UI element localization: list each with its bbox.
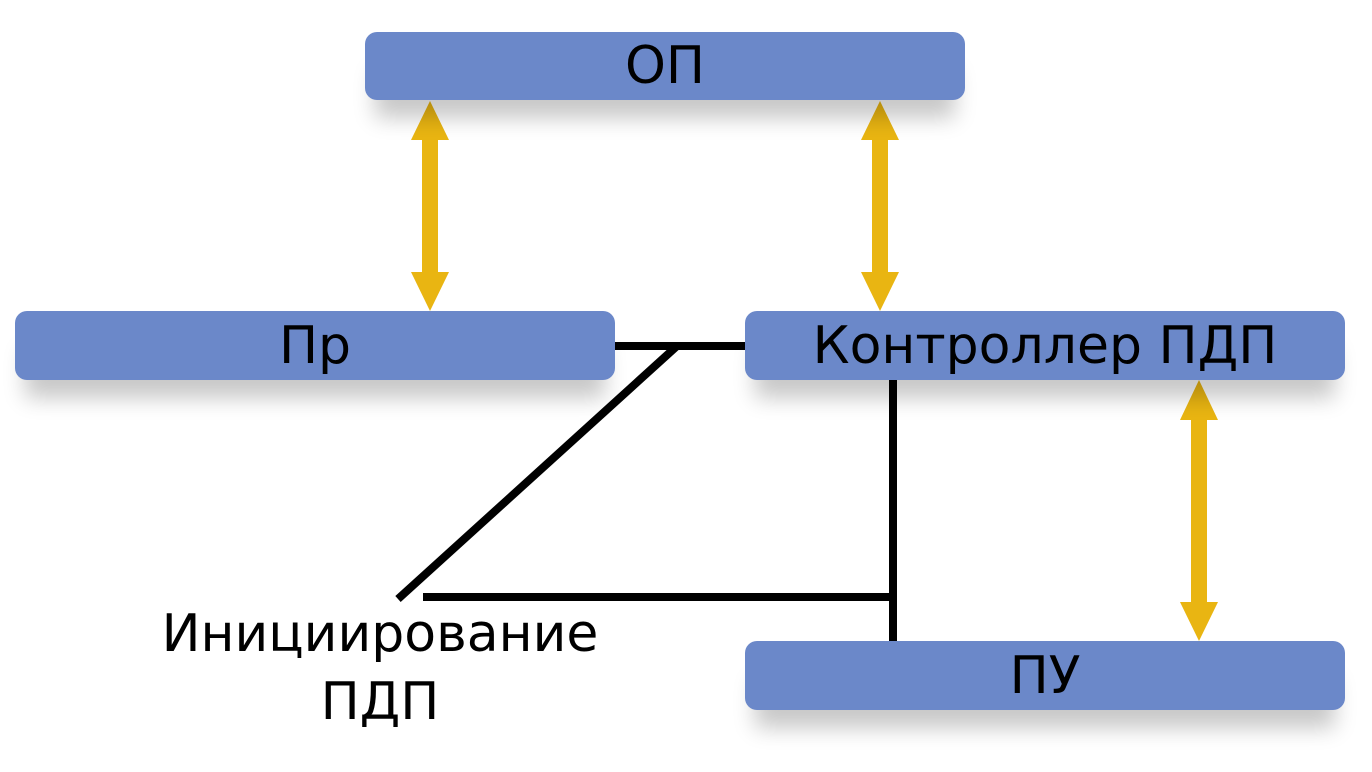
arrow-op-pr [411,101,449,311]
pr-label: Пр [278,315,352,376]
initiation-label: Инициирование ПДП [130,600,630,736]
dma-controller-box: Контроллер ПДП [745,311,1345,380]
op-label: ОП [624,36,706,96]
pr-box: Пр [15,311,615,380]
initiation-label-line2: ПДП [320,672,440,732]
pu-label: ПУ [1009,645,1081,706]
dma-controller-label: Контроллер ПДП [812,315,1278,376]
initiation-label-line1: Инициирование [161,604,599,664]
pu-box: ПУ [745,641,1345,710]
initiation-diagonal-line [395,343,680,602]
op-box: ОП [365,32,965,100]
arrow-op-controller [861,101,899,311]
black-wires [395,342,897,641]
arrow-controller-pu [1180,380,1218,641]
